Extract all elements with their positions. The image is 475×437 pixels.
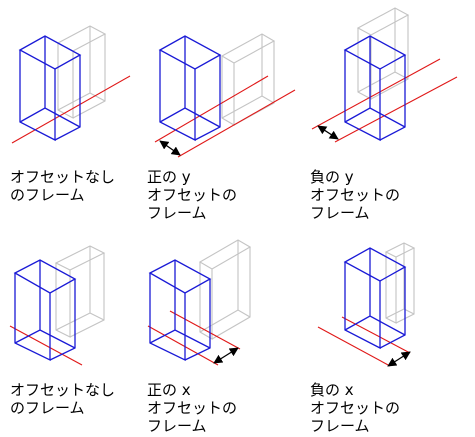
caption-line: フレーム [147, 204, 207, 222]
caption-line: オフセットの [310, 186, 401, 204]
ghost-box [198, 239, 252, 340]
caption-line: フレーム [310, 417, 370, 435]
caption-line: 正の y [147, 168, 191, 186]
caption-line: オフセットなし [10, 381, 116, 399]
caption-line: 負の y [310, 168, 354, 186]
axis-line [147, 325, 219, 366]
caption-panel-a: オフセットなし のフレーム [10, 168, 115, 204]
offset-line [169, 310, 241, 350]
ghost-box [356, 7, 410, 100]
offset-line [311, 58, 441, 130]
caption-line: 正の x [147, 381, 191, 399]
frame-box [13, 259, 77, 362]
panel-b-positive-y [154, 33, 296, 158]
frame-box [158, 35, 222, 142]
panel-d-no-offset [9, 245, 106, 366]
axis-line [9, 325, 83, 366]
caption-line: オフセットなし [10, 168, 116, 186]
offset-arrow [213, 347, 239, 364]
offset-arrow [159, 140, 181, 156]
frame-box [343, 35, 407, 142]
caption-line: オフセットの [147, 399, 238, 417]
panel-e-positive-x [147, 239, 252, 366]
caption-line: オフセットの [147, 186, 238, 204]
offset-line [341, 316, 411, 354]
offset-line [177, 89, 296, 158]
offset-arrow [317, 125, 339, 140]
caption-line: のフレーム [10, 186, 85, 204]
offset-arrow [387, 351, 411, 367]
axis-line [154, 75, 269, 143]
frame-box [343, 247, 407, 350]
ghost-box [54, 245, 106, 338]
panel-a-no-offset [11, 25, 131, 144]
ghost-box [220, 33, 276, 126]
axis-line [334, 76, 458, 143]
caption-line: 負の x [310, 381, 354, 399]
caption-line: のフレーム [10, 399, 85, 417]
axis-line [317, 326, 391, 367]
caption-panel-f: 負の x オフセットの フレーム [310, 381, 400, 435]
caption-line: フレーム [310, 204, 370, 222]
caption-panel-e: 正の x オフセットの フレーム [147, 381, 237, 435]
ghost-box [56, 25, 107, 119]
caption-panel-d: オフセットなし のフレーム [10, 381, 115, 417]
ghost-box [384, 242, 416, 324]
panel-f-negative-x [317, 242, 416, 367]
caption-line: オフセットの [310, 399, 401, 417]
frame-box [148, 259, 212, 362]
axis-line [11, 75, 131, 144]
caption-panel-c: 負の y オフセットの フレーム [310, 168, 400, 222]
frame-box [18, 35, 82, 142]
caption-line: フレーム [147, 417, 207, 435]
panel-c-negative-y [311, 7, 458, 143]
caption-panel-b: 正の y オフセットの フレーム [147, 168, 237, 222]
